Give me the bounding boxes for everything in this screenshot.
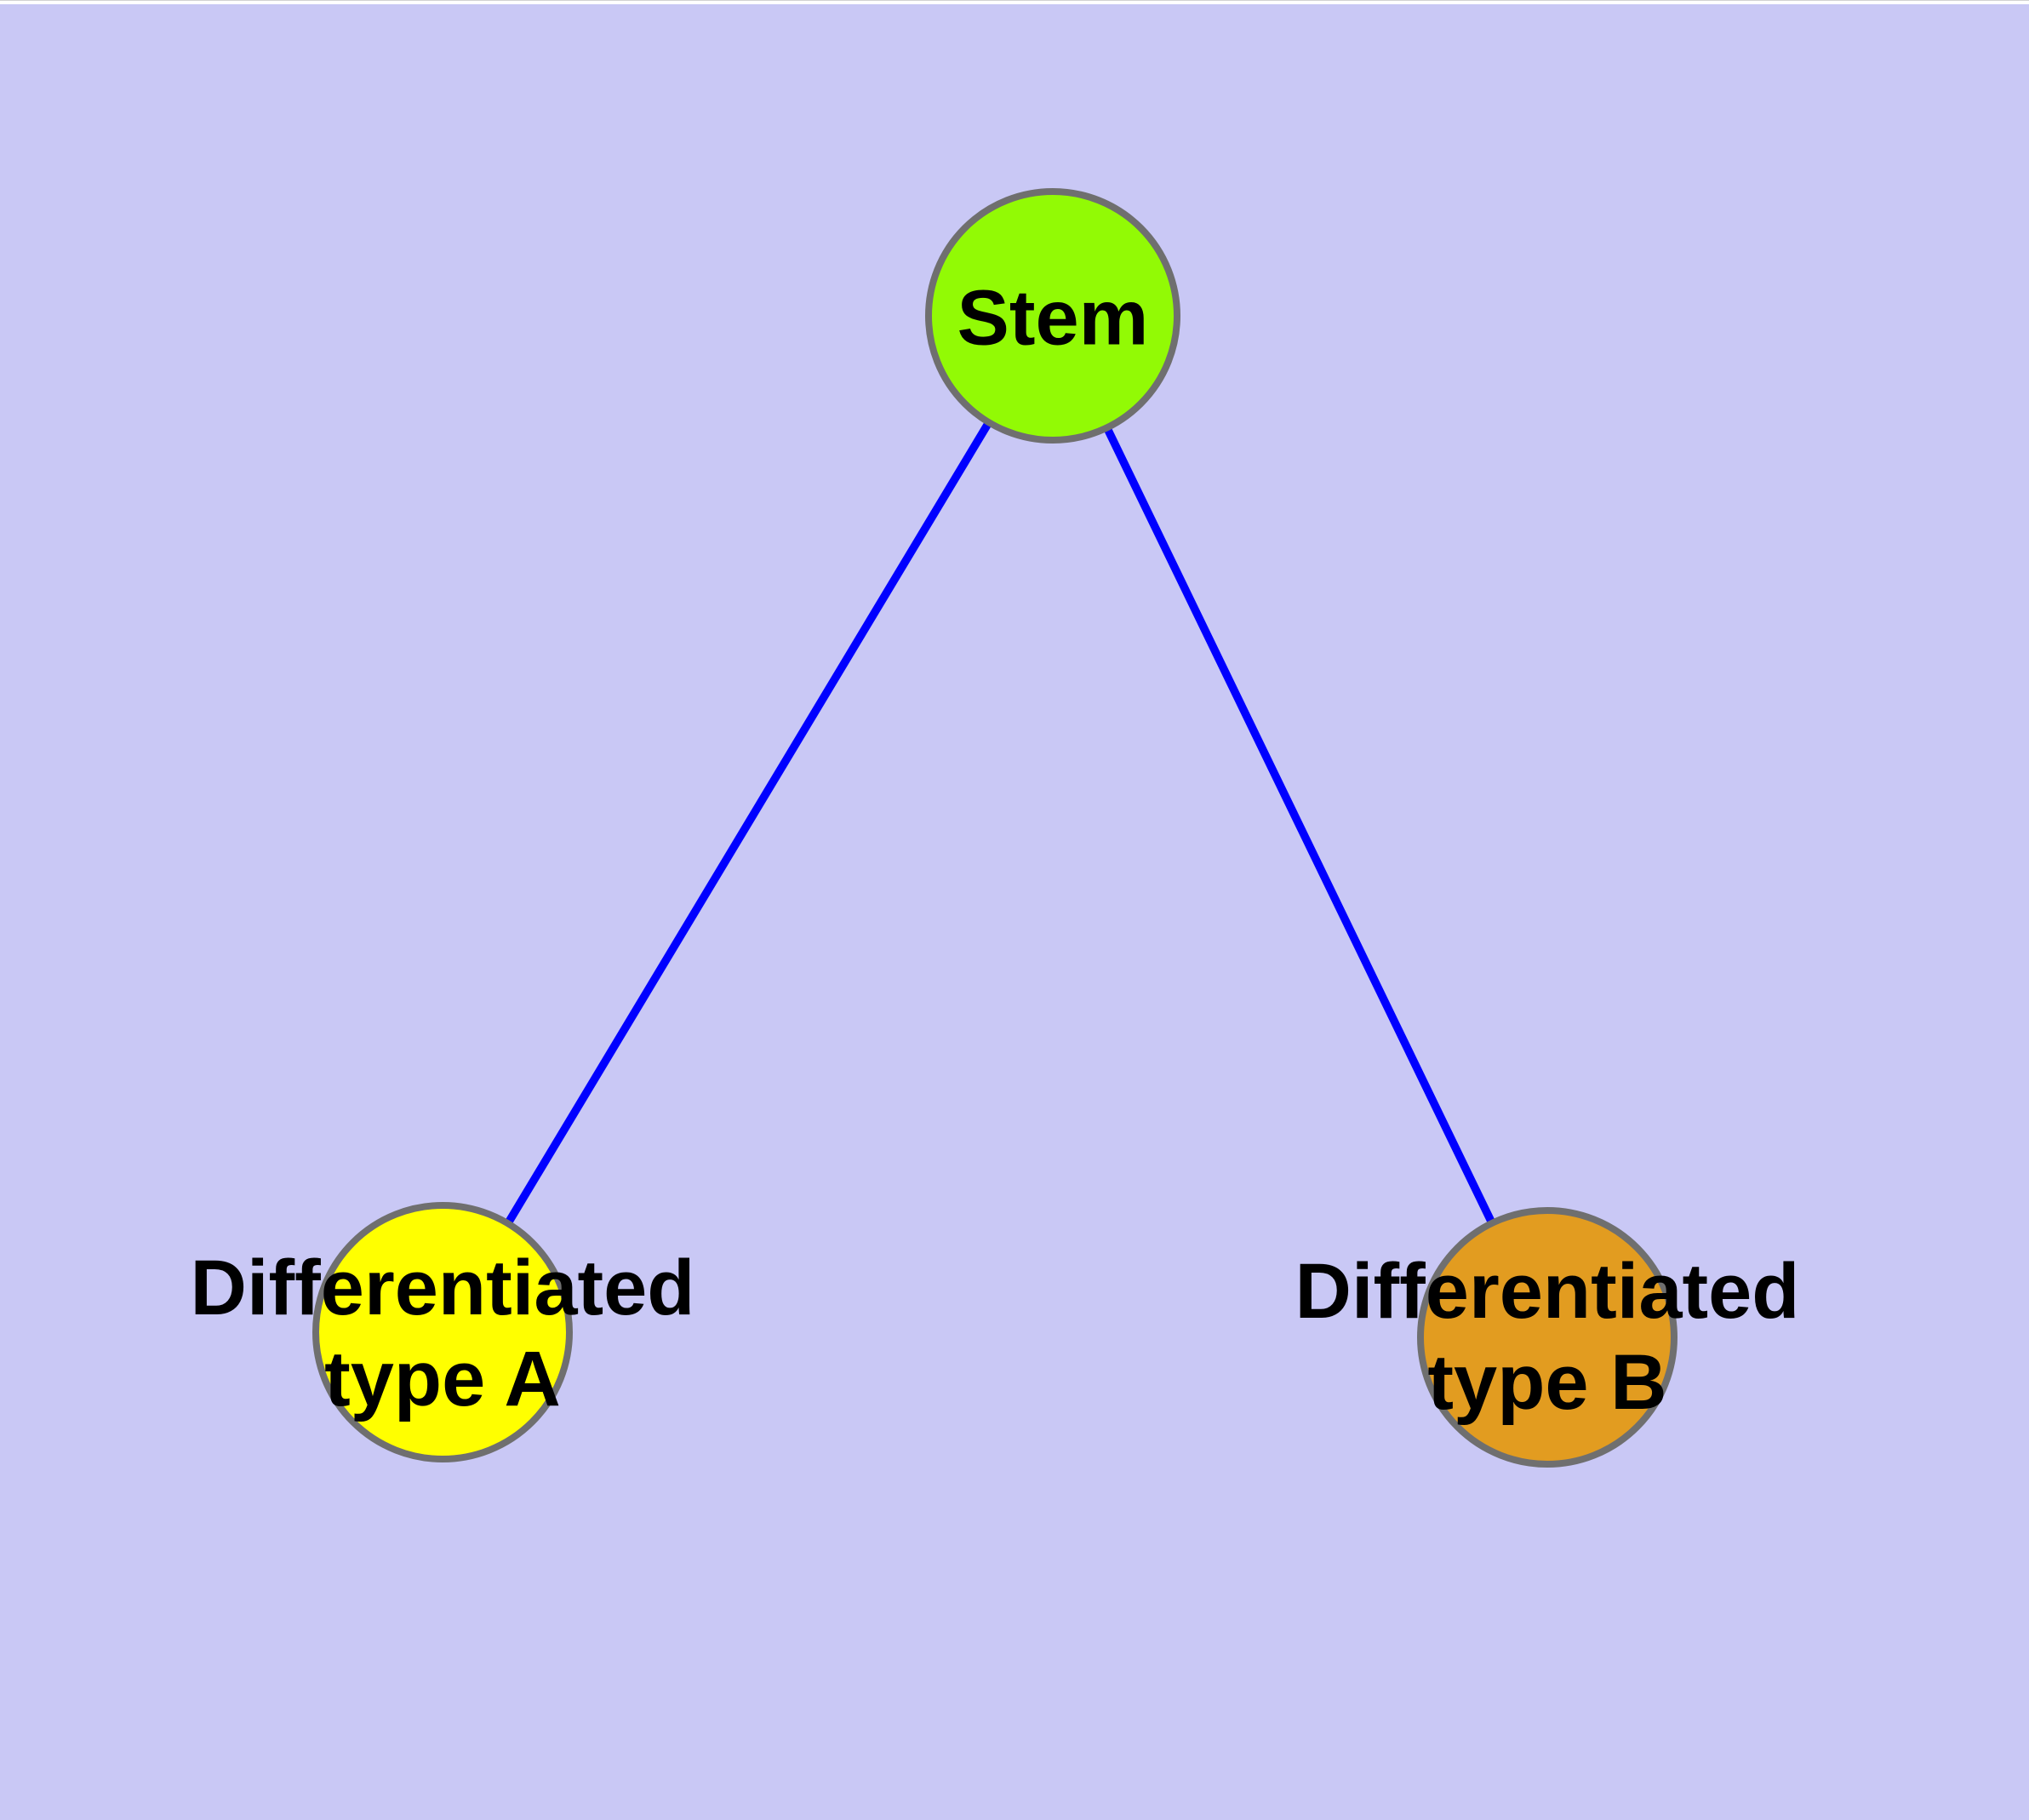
node-type-b-label-line2: type B [1427, 1339, 1667, 1426]
node-type-a-label-line1: Differentiated [190, 1245, 695, 1331]
node-stem-label: Stem [957, 273, 1149, 364]
node-type-a-label-line2: type A [324, 1336, 561, 1422]
node-type-b-circle [1417, 1207, 1677, 1468]
node-stem-circle [925, 188, 1180, 444]
node-type-a-label: Differentiated type A [191, 1243, 695, 1425]
edge-stem-to-type-b [1049, 313, 1552, 1340]
node-type-a-circle [312, 1202, 573, 1462]
node-type-b-label: Differentiated type B [1295, 1246, 1800, 1428]
node-stem-label-text: Stem [957, 274, 1149, 362]
top-edge-hairline [0, 0, 2029, 1]
edge-stem-to-type-a [438, 313, 1057, 1335]
node-type-b-label-line1: Differentiated [1295, 1248, 1800, 1335]
